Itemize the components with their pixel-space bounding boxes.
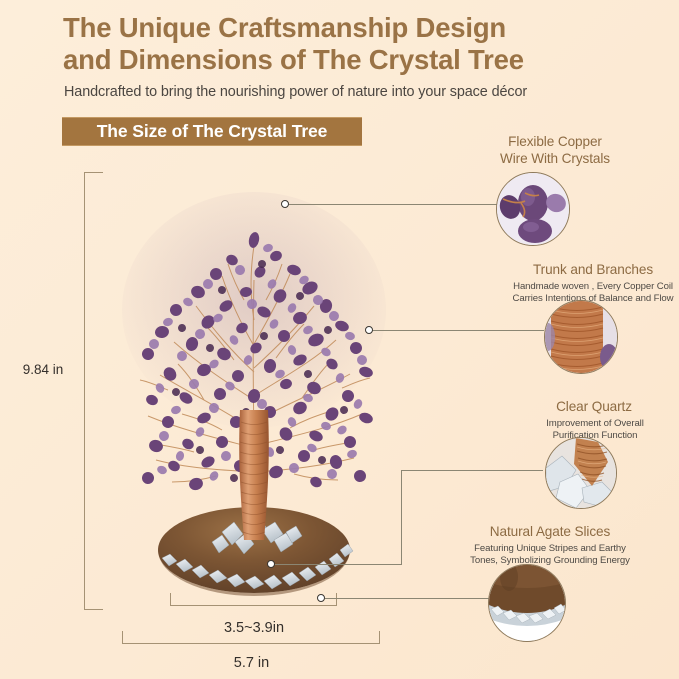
height-dimension-label: 9.84 in <box>22 362 64 377</box>
base-outer-bracket-cap-left <box>122 631 124 644</box>
callout-title-line1: Flexible Copper <box>508 134 602 149</box>
callout-title-natural-agate-slices: Natural Agate Slices <box>489 524 611 539</box>
callout-desc-clear-quartz: Improvement of Overall Purification Func… <box>512 418 678 443</box>
callout-title-line2: Wire With Crystals <box>500 150 610 166</box>
base-outer-bracket-cap-right <box>379 631 381 644</box>
base-inner-width-label: 3.5~3.9in <box>223 620 285 636</box>
crystal-tree-illustration <box>122 192 386 596</box>
page-subtitle: Handcrafted to bring the nourishing powe… <box>64 84 528 100</box>
callout-connector-clear-quartz-vertical <box>401 470 403 565</box>
page-title-line1: The Unique Craftsmanship Design <box>63 12 507 43</box>
callout-anchor-dot-trunk-and-branches <box>365 326 373 334</box>
callout-desc-line2: Tones, Symbolizing Grounding Energy <box>470 555 630 567</box>
callout-anchor-dot-flexible-copper-wire <box>281 200 289 208</box>
callout-title-trunk-and-branches: Trunk and Branches <box>532 262 654 277</box>
base-outer-width-label: 5.7 in <box>233 655 270 671</box>
callout-desc-trunk-and-branches: Handmade woven , Every Copper Coil Carri… <box>502 281 679 306</box>
callout-connector-clear-quartz-top <box>401 470 543 472</box>
callout-desc-line1: Improvement of Overall <box>546 418 644 429</box>
callout-connector-natural-agate-slices <box>325 598 525 600</box>
size-section-banner: The Size of The Crystal Tree <box>62 117 362 146</box>
callout-connector-clear-quartz-horizontal <box>275 564 402 566</box>
callout-anchor-dot-natural-agate-slices <box>317 594 325 602</box>
base-inner-bracket-cap-left <box>170 593 172 606</box>
callout-connector-flexible-copper-wire <box>289 204 497 206</box>
page-title-line2: and Dimensions of The Crystal Tree <box>63 43 524 75</box>
base-inner-bracket-cap-right <box>336 593 338 606</box>
crystal-tree-image <box>104 160 404 620</box>
size-section-banner-label: The Size of The Crystal Tree <box>96 121 328 141</box>
callout-desc-natural-agate-slices: Featuring Unique Stripes and Earthy Tone… <box>450 543 650 568</box>
copper-trunk <box>239 410 269 540</box>
height-bracket-stem <box>84 172 86 610</box>
callout-title-flexible-copper-wire: Flexible Copper Wire With Crystals <box>455 134 655 167</box>
trunk-coil-lines <box>239 421 268 535</box>
base-outer-bracket-stem <box>122 643 380 645</box>
height-bracket-cap-bottom <box>84 609 103 611</box>
callout-desc-line2: Carries Intentions of Balance and Flow <box>512 293 674 305</box>
callout-image-trunk-and-branches <box>544 300 618 374</box>
callout-desc-line1: Handmade woven , Every Copper Coil <box>513 281 673 292</box>
height-bracket-cap-top <box>84 172 103 174</box>
callout-desc-line1: Featuring Unique Stripes and Earthy <box>474 543 626 554</box>
callout-anchor-dot-clear-quartz <box>267 560 275 568</box>
callout-image-natural-agate-slices <box>488 564 566 642</box>
callout-image-clear-quartz <box>545 437 617 509</box>
callout-desc-line2: Purification Function <box>552 430 638 442</box>
agate-base <box>158 410 354 596</box>
page-title: The Unique Craftsmanship Design and Dime… <box>63 12 663 76</box>
callout-image-flexible-copper-wire <box>496 172 570 246</box>
callout-title-clear-quartz: Clear Quartz <box>556 399 632 414</box>
quartz-druzy-rim <box>161 543 354 590</box>
base-inner-bracket-stem <box>170 605 337 607</box>
callout-connector-trunk-and-branches <box>372 330 544 332</box>
